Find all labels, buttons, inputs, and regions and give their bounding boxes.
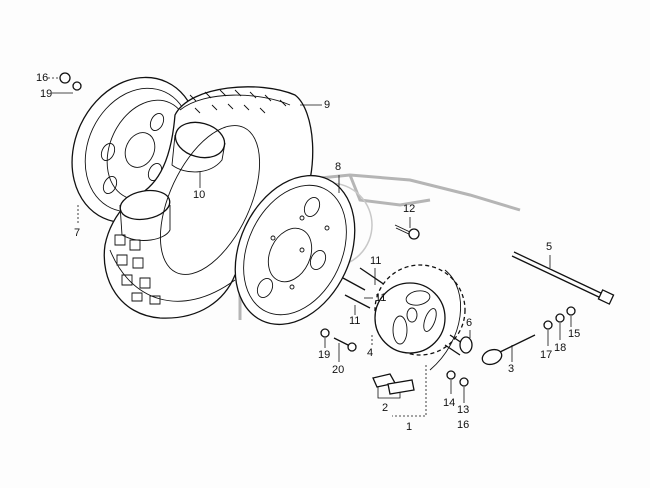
callout-12: 12: [403, 203, 416, 215]
collar-6: [444, 334, 473, 356]
callout-19-top: 19: [40, 88, 53, 100]
callout-4: 4: [367, 347, 374, 359]
callout-17: 17: [540, 349, 553, 361]
callout-15: 15: [568, 328, 581, 340]
wheel-half-right: [234, 174, 356, 326]
callout-18: 18: [554, 342, 567, 354]
callout-14: 14: [443, 397, 456, 409]
chain-joint-2: [372, 373, 415, 395]
studs-11: [342, 267, 386, 309]
callout-16-bottom: 16: [457, 419, 470, 431]
callout-7: 7: [74, 227, 81, 239]
callout-19-bottom: 19: [318, 349, 331, 361]
callout-10: 10: [193, 189, 206, 201]
callout-13: 13: [457, 404, 470, 416]
callout-20: 20: [332, 364, 345, 376]
callout-5: 5: [546, 241, 553, 253]
sprocket-chain: [374, 264, 466, 371]
axle-5: [511, 251, 615, 305]
callout-8: 8: [335, 161, 342, 173]
bolt-12: [394, 224, 420, 240]
callout-6: 6: [466, 317, 473, 329]
washers-bottom: [446, 370, 469, 387]
callout-9: 9: [324, 99, 331, 111]
tire: [103, 86, 314, 319]
callout-11-c: 11: [349, 315, 361, 327]
leader-lines: [48, 77, 572, 417]
bolt-washer-20-19: [320, 328, 357, 352]
callout-11-b: 11: [375, 292, 387, 304]
chain-adjuster-3: [481, 334, 536, 366]
callout-2: 2: [382, 402, 389, 414]
callout-16-top: 16: [36, 72, 49, 84]
callout-3: 3: [508, 363, 515, 375]
callout-11-a: 11: [370, 255, 382, 267]
washers-right: [543, 306, 576, 330]
nut-washer-top-left: [59, 72, 82, 91]
callout-1: 1: [406, 421, 413, 433]
